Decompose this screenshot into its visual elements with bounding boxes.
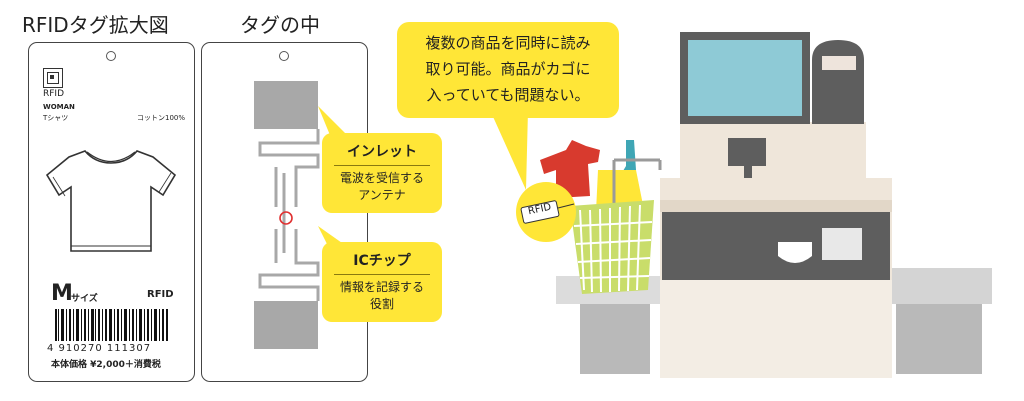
speech-line-2: 取り可能。商品がカゴに — [425, 60, 591, 78]
price-label: 本体価格 ¥2,000＋消費税 — [51, 360, 161, 370]
caption-tag-inside: タグの中 — [240, 13, 320, 37]
inlet-callout: インレット 電波を受信する アンテナ — [322, 133, 442, 213]
ic-chip-desc-2: 役割 — [369, 297, 394, 311]
speech-bubble: 複数の商品を同時に読み 取り可能。商品がカゴに 入っていても問題ない。 — [397, 22, 619, 118]
size-letter: M — [51, 281, 73, 306]
inlet-desc-2: アンテナ — [358, 188, 406, 202]
inlet-antenna-diagram — [254, 81, 320, 349]
tag-hole-inside — [279, 51, 289, 61]
speech-line-3: 入っていても問題ない。 — [426, 86, 590, 104]
tag-hole — [106, 51, 116, 61]
ic-chip-divider — [334, 274, 430, 275]
barcode — [55, 309, 168, 341]
brand-label: WOMAN — [43, 103, 75, 111]
ic-chip-callout: ICチップ 情報を記録する 役割 — [322, 242, 442, 322]
barcode-number: 4 910270 111307 — [47, 343, 152, 354]
inlet-divider — [334, 165, 430, 166]
size-rfid-label: RFID — [147, 289, 174, 300]
rfid-tag-card: RFID WOMAN Tシャツ コットン100% M サイズ RFID 4 91… — [28, 42, 195, 382]
ic-chip-desc-1: 情報を記録する — [339, 280, 424, 294]
shopping-basket — [516, 140, 662, 294]
rfid-logo-icon — [43, 68, 63, 88]
ic-chip-title: ICチップ — [353, 253, 411, 269]
size-suffix: サイズ — [71, 294, 98, 304]
rfid-logo-text: RFID — [43, 89, 65, 99]
inlet-title: インレット — [347, 144, 417, 160]
t-shirt-icon — [45, 150, 177, 252]
item-label: Tシャツ — [43, 114, 69, 122]
inlet-desc-1: 電波を受信する — [339, 171, 424, 185]
speech-line-1: 複数の商品を同時に読み — [425, 34, 591, 52]
caption-tag-enlarged: RFIDタグ拡大図 — [22, 13, 169, 37]
material-label: コットン100% — [137, 114, 186, 122]
